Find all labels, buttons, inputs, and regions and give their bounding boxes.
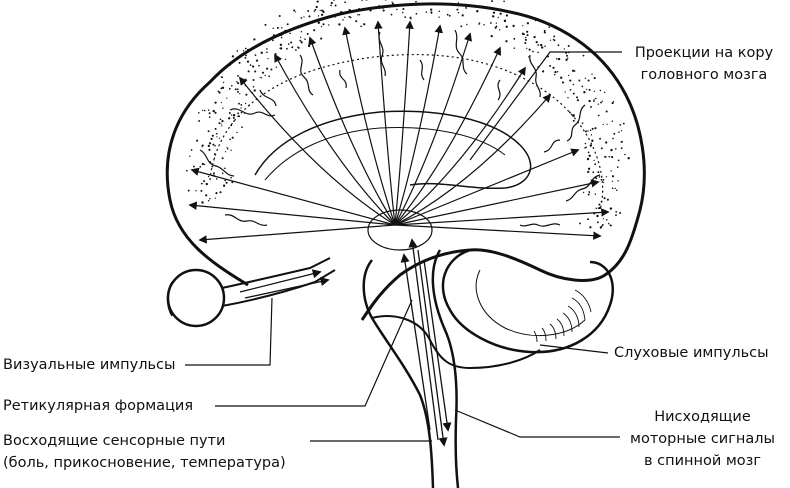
cerebellum-inner [475,269,586,337]
projection-arrow-9 [394,20,414,226]
projection-arrow-15 [394,148,580,226]
label-auditory: Слуховые импульсы [614,345,769,361]
label-descending-line1: Нисходящие [654,409,751,425]
leader-auditory [539,344,609,354]
brainstem-back [431,249,460,488]
eye-cornea [166,281,173,317]
corpus-callosum-inner [264,127,506,181]
projection-arrow-18 [394,224,602,240]
projection-arrow-13 [394,66,526,226]
projection-arrow-16 [394,179,600,226]
leader-descending [454,409,620,438]
descending-arrow-2 [423,259,452,432]
projection-arrow-2 [188,201,396,226]
projection-arrow-5 [274,53,396,226]
brainstem-front [362,259,435,488]
projection-arrow-1 [190,167,396,226]
projection-arrow-14 [394,93,552,226]
leader-cortex [469,51,622,161]
eyeball [166,268,226,328]
cortex-projection-arrows [188,20,610,244]
label-descending: Нисходящие моторные сигналы в спинной мо… [620,406,785,472]
cortex-stipple [186,0,630,229]
leader-reticular [215,299,413,407]
projection-arrow-6 [308,36,396,226]
label-ascending: Восходящие сенсорные пути (боль, прикосн… [3,430,286,474]
projection-arrow-12 [394,46,501,226]
projection-arrow-8 [374,20,396,226]
label-reticular: Ретикулярная формация [3,398,194,414]
corpus-callosum [254,110,532,190]
label-descending-line3: в спинной мозг [643,453,762,469]
descending-arrow-1 [417,249,448,447]
label-ascending-line1: Восходящие сенсорные пути [3,433,226,449]
cerebellum-outline [441,248,615,354]
ascending-arrow-1 [408,238,439,441]
projection-arrow-4 [238,76,396,226]
pons [371,315,541,370]
optic-nerve [221,257,331,289]
label-cortex-projections: Проекции на кору головного мозга [624,42,784,86]
cerebellum-folia [533,289,592,343]
visual-arrow-1 [239,269,322,293]
projection-arrow-17 [394,208,610,226]
label-cortex-projections-line1: Проекции на кору [634,45,774,61]
label-visual: Визуальные импульсы [3,357,176,373]
ascending-arrow-2 [400,253,431,431]
leader-lines [185,51,622,442]
projection-arrow-11 [394,32,473,226]
label-cortex-projections-line2: головного мозга [640,67,768,83]
projection-arrow-3 [198,224,396,244]
label-descending-line2: моторные сигналы [630,431,775,447]
cerebrum-outline [165,2,646,321]
leader-visual [185,297,273,366]
projection-arrow-10 [394,24,443,226]
projection-arrow-7 [342,26,396,226]
visual-arrow-2 [244,277,330,299]
label-ascending-line2: (боль, прикосновение, температура) [3,455,286,471]
gyri [199,29,601,227]
